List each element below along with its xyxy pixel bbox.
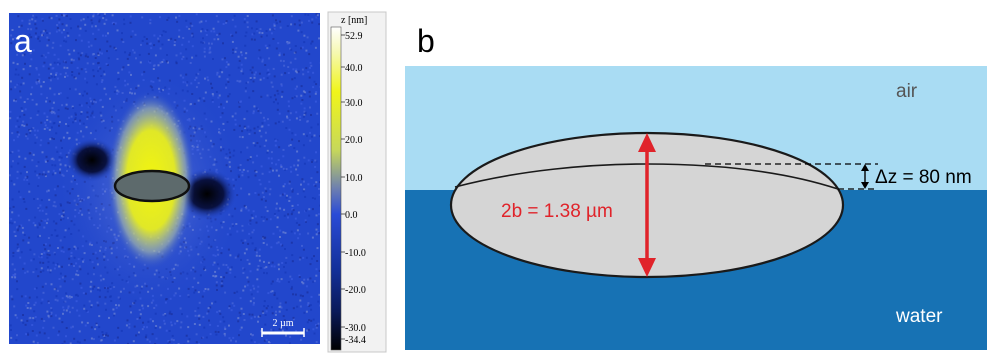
afm-depression-left	[66, 138, 118, 182]
colorbar-tick-label: -30.0	[345, 323, 366, 334]
colorbar-tick-label: 40.0	[345, 63, 363, 74]
height-arrow-bottom-head	[638, 258, 656, 277]
colorbar: z [nm] 52.9 40.0 30.0 20.0 10.0 0.0 -10.0 -20.0…	[327, 11, 387, 353]
colorbar-tick-label: -34.4	[345, 335, 366, 346]
colorbar-tick-label: 20.0	[345, 135, 363, 146]
height-label: 2b = 1.38 µm	[501, 201, 613, 222]
water-label: water	[895, 306, 943, 327]
colorbar-tick-label: -10.0	[345, 248, 366, 259]
afm-panel: a 2 µm	[9, 13, 320, 344]
panel-letter-a: a	[14, 23, 32, 59]
colorbar-title: z [nm]	[341, 15, 367, 26]
colorbar-gradient	[330, 26, 342, 351]
delta-arrow-up-head	[861, 164, 869, 171]
colorbar-tick-label: 52.9	[345, 31, 363, 42]
colorbar-tick-label: 0.0	[345, 210, 358, 221]
scale-bar-label: 2 µm	[272, 318, 293, 329]
delta-z-label: Δz = 80 nm	[875, 167, 972, 188]
delta-arrow-down-head	[861, 182, 869, 189]
scale-bar: 2 µm	[261, 318, 305, 337]
colorbar-tick-label: 10.0	[345, 173, 363, 184]
panel-letter-b: b	[417, 23, 435, 59]
height-arrow-top-head	[638, 133, 656, 152]
air-label: air	[896, 81, 918, 102]
colorbar-tick-label: 30.0	[345, 98, 363, 109]
particle-ellipse	[113, 169, 191, 203]
colorbar-ticks: 52.9 40.0 30.0 20.0 10.0 0.0 -10.0 -20.0 -30.0-3…	[341, 31, 366, 346]
schematic-panel: b air water 2b = 1.38 µm Δz = 80 nm	[405, 23, 987, 350]
colorbar-tick-label: -20.0	[345, 285, 366, 296]
